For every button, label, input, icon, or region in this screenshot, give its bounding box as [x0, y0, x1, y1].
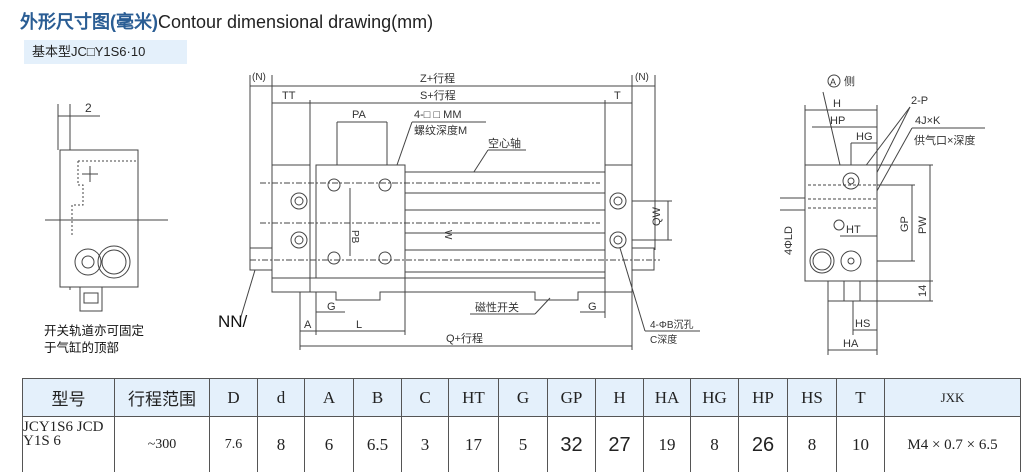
table-cell: 8: [257, 416, 305, 472]
a-side-label: 侧: [844, 75, 855, 88]
column-header: JXK: [884, 378, 1021, 417]
page-title: 外形尺寸图(毫米)Contour dimensional drawing(mm): [20, 8, 433, 34]
column-header: HA: [643, 378, 691, 417]
s-stroke-label: S+行程: [420, 89, 456, 102]
column-header: 行程范围: [114, 378, 210, 417]
pa-label: PA: [352, 109, 367, 121]
pb-label: PB: [349, 230, 360, 244]
column-header: C: [401, 378, 449, 417]
model-subtitle: 基本型JC□Y1S6·10: [24, 40, 187, 64]
column-header: B: [353, 378, 402, 417]
table-cell: 32: [547, 416, 596, 472]
n-right-label: (N): [635, 72, 649, 83]
hs-label: HS: [855, 318, 870, 330]
2p-label: 2-P: [911, 95, 928, 107]
table-cell: 26: [738, 416, 788, 472]
z-stroke-label: Z+行程: [420, 72, 455, 85]
mm-holes-label: 4-□ □ MM: [414, 109, 462, 121]
table-cell: 17: [448, 416, 499, 472]
front-view: (N) (N) Z+行程 S+行程 TT T PA 4-□ □ MM 螺纹深度M…: [239, 72, 700, 350]
a-side-circle-label: A: [830, 77, 836, 87]
column-header: G: [498, 378, 548, 417]
dim-2: 2: [85, 101, 92, 115]
column-header: HG: [690, 378, 739, 417]
pw-label: PW: [917, 216, 929, 234]
nn-label: NN/: [218, 312, 248, 331]
t-label: T: [614, 90, 621, 102]
h-label: H: [833, 98, 841, 110]
table-cell: ~300: [114, 416, 210, 472]
table-cell: 8: [690, 416, 739, 472]
column-header: HP: [738, 378, 788, 417]
a-label: A: [304, 319, 312, 331]
column-header: 型号: [22, 378, 115, 417]
g-right-label: G: [588, 301, 597, 313]
g-left-label: G: [327, 301, 336, 313]
column-header: HS: [787, 378, 837, 417]
table-cell: 3: [401, 416, 449, 472]
hp-label: HP: [830, 115, 845, 127]
4jk-label: 4J×K: [915, 115, 941, 127]
column-header: HT: [448, 378, 499, 417]
ld-label: 4ΦLD: [783, 226, 795, 255]
supply-port-label: 供气口×深度: [914, 133, 975, 147]
ht-label: HT: [846, 224, 861, 236]
title-cn: 外形尺寸图(毫米): [20, 12, 158, 32]
table-cell: 6: [304, 416, 354, 472]
w-label: W: [442, 230, 453, 240]
table-cell: JCY1S6 JCDY1S 6: [22, 416, 115, 472]
column-header: d: [257, 378, 305, 417]
hollow-shaft-label: 空心轴: [488, 136, 521, 150]
title-en: Contour dimensional drawing(mm): [158, 12, 434, 32]
side-view: A 侧 H HP HG 2-P 4J×K 供气口×深度 4ΦLD: [780, 74, 985, 355]
column-header: H: [595, 378, 644, 417]
tt-label: TT: [282, 90, 296, 102]
thread-depth-label: 螺纹深度M: [414, 123, 467, 137]
table-cell: 8: [787, 416, 837, 472]
table-cell: 19: [643, 416, 691, 472]
table-cell: 5: [498, 416, 548, 472]
qw-label: QW: [651, 206, 663, 226]
table-cell: 27: [595, 416, 644, 472]
left-end-view: 2: [45, 101, 168, 312]
c-depth-label: C深度: [650, 333, 677, 346]
table-cell: 10: [836, 416, 885, 472]
column-header: D: [209, 378, 258, 417]
table-cell: 7.6: [209, 416, 258, 472]
gp-label: GP: [899, 216, 911, 232]
n-left-label: (N): [252, 72, 266, 83]
note-line-2: 于气缸的顶部: [44, 341, 120, 355]
q-stroke-label: Q+行程: [446, 332, 483, 345]
hg-label: HG: [856, 131, 873, 143]
ha-label: HA: [843, 338, 859, 350]
note-line-1: 开关轨道亦可固定: [44, 324, 145, 338]
column-header: T: [836, 378, 885, 417]
table-cell: 6.5: [353, 416, 402, 472]
column-header: A: [304, 378, 354, 417]
column-header: GP: [547, 378, 596, 417]
l-label: L: [356, 319, 362, 331]
switch-rail-note: 开关轨道亦可固定 于气缸的顶部: [44, 323, 144, 357]
14-label: 14: [917, 285, 929, 297]
magnetic-switch-label: 磁性开关: [475, 300, 519, 314]
counterbore-label: 4-ΦB沉孔: [650, 318, 694, 331]
table-cell: M4 × 0.7 × 6.5: [884, 416, 1021, 472]
